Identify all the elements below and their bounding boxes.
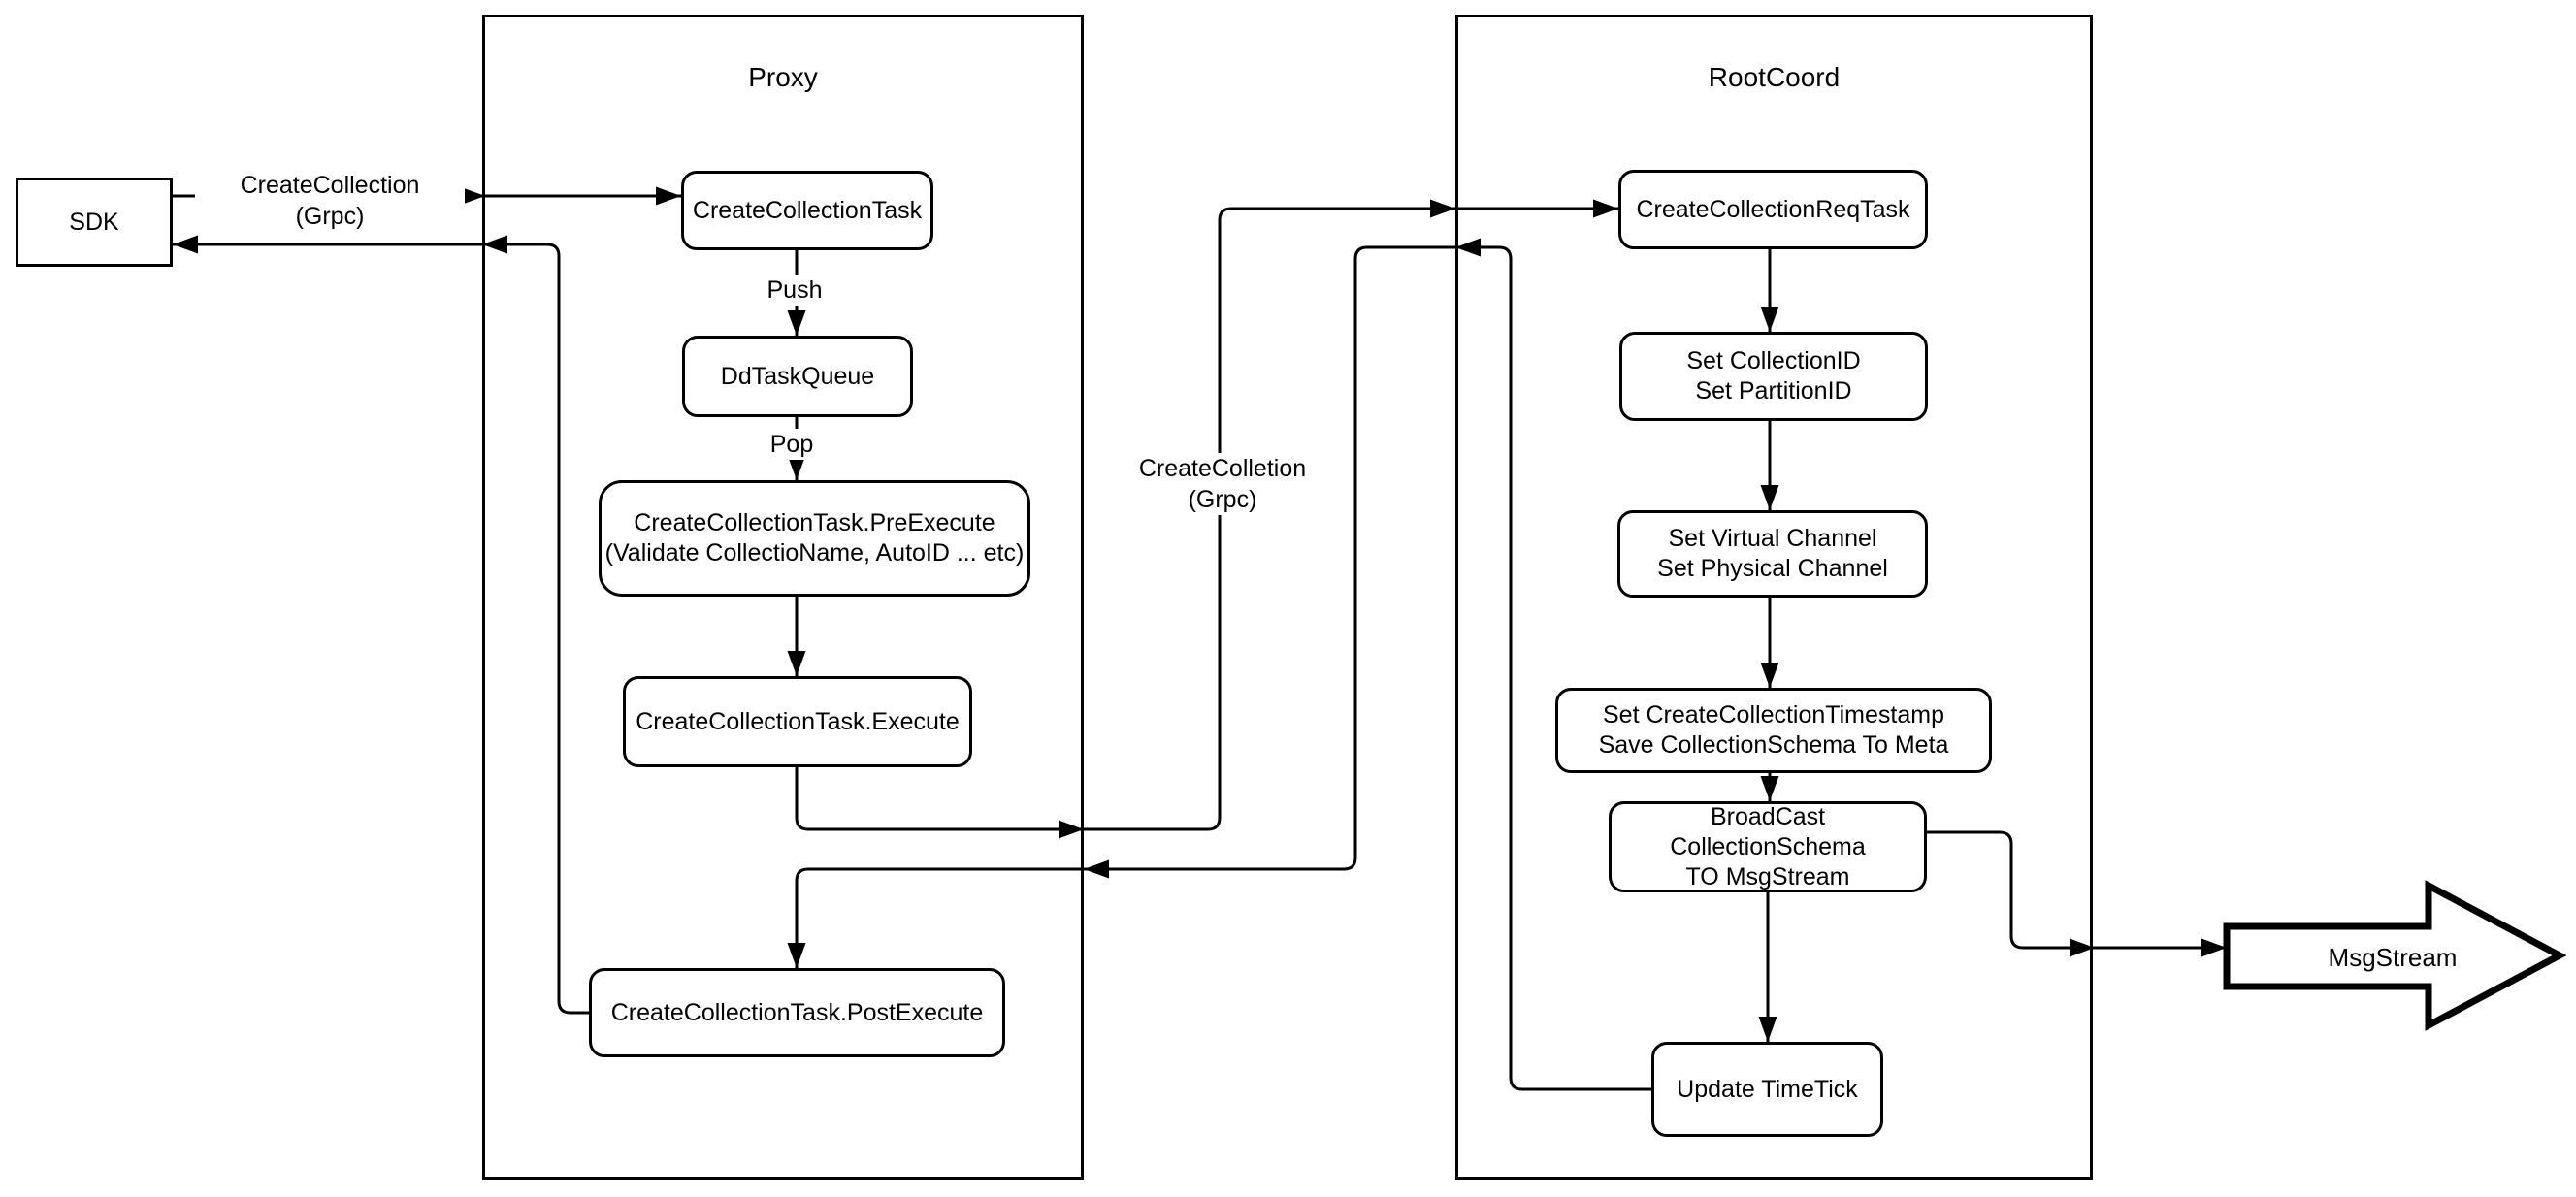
node-pre-execute: CreateCollectionTask.PreExecute (Validat… bbox=[599, 480, 1030, 597]
rootcoord-container bbox=[1455, 15, 2093, 1180]
node-dd-task-queue: DdTaskQueue bbox=[682, 336, 913, 417]
arrowhead-icon bbox=[1593, 199, 1618, 218]
arrowhead-icon bbox=[2201, 938, 2227, 957]
arrowhead-icon bbox=[1430, 199, 1455, 218]
arrowhead-icon bbox=[1760, 663, 1779, 688]
arrowhead-icon bbox=[1760, 776, 1779, 801]
node-set-timestamp-save-schema: Set CreateCollectionTimestamp Save Colle… bbox=[1555, 688, 1992, 773]
arrowhead-icon bbox=[173, 235, 198, 254]
edge-broadcast-to-msgstream bbox=[1927, 830, 2227, 950]
arrowhead-icon bbox=[787, 455, 806, 480]
edge-label-pop: Pop bbox=[749, 429, 834, 460]
node-create-collection-req-task: CreateCollectionReqTask bbox=[1618, 170, 1928, 249]
arrowhead-icon bbox=[1760, 485, 1779, 510]
arrowhead-icon bbox=[2070, 938, 2095, 957]
node-sdk: SDK bbox=[16, 178, 173, 267]
node-execute: CreateCollectionTask.Execute bbox=[623, 676, 972, 767]
msgstream-label: MsgStream bbox=[2328, 943, 2458, 972]
node-post-execute: CreateCollectionTask.PostExecute bbox=[589, 968, 1005, 1057]
node-broadcast-collectionschema: BroadCast CollectionSchema TO MsgStream bbox=[1609, 801, 1927, 892]
arrowhead-icon bbox=[460, 186, 485, 206]
node-set-virtual-physical-channel: Set Virtual Channel Set Physical Channel bbox=[1617, 510, 1928, 598]
msgstream-arrow-shape bbox=[2223, 880, 2567, 1031]
arrowhead-icon bbox=[1084, 859, 1109, 879]
edge-label-createcolletion-grpc: CreateColletion (Grpc) bbox=[1102, 453, 1343, 515]
arrowhead-icon bbox=[1455, 238, 1481, 257]
arrowhead-icon bbox=[787, 310, 806, 336]
arrowhead-icon bbox=[1760, 307, 1779, 332]
arrowhead-icon bbox=[656, 186, 681, 206]
node-create-collection-task: CreateCollectionTask bbox=[681, 171, 933, 250]
edge-postexecute-to-sdk bbox=[173, 243, 589, 1015]
arrowhead-icon bbox=[1758, 1017, 1777, 1042]
edge-updatetimetick-to-postexecute bbox=[795, 245, 1651, 1091]
arrowhead-icon bbox=[1059, 820, 1084, 839]
rootcoord-container-title: RootCoord bbox=[1708, 62, 1841, 92]
node-update-timetick: Update TimeTick bbox=[1651, 1042, 1883, 1137]
proxy-container bbox=[482, 15, 1084, 1180]
arrowhead-icon bbox=[787, 651, 806, 676]
edge-label-push: Push bbox=[752, 275, 837, 306]
arrowhead-icon bbox=[482, 235, 507, 254]
edge-execute-to-reqtask bbox=[795, 207, 1618, 831]
edge-label-createcollection-grpc: CreateCollection (Grpc) bbox=[195, 170, 465, 232]
proxy-container-title: Proxy bbox=[748, 62, 818, 92]
node-set-collection-partition-id: Set CollectionID Set PartitionID bbox=[1619, 332, 1928, 421]
arrowhead-icon bbox=[787, 943, 806, 968]
